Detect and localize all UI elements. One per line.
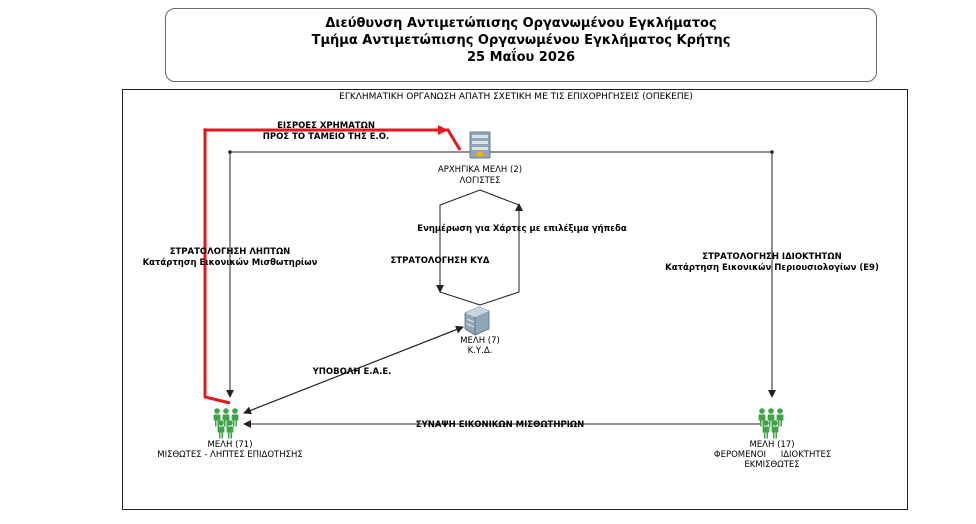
money-junction-dot xyxy=(203,128,207,132)
lessees-role: ΜΙΣΘΩΤΕΣ - ΛΗΠΤΕΣ ΕΠΙΔΟΤΗΣΗΣ xyxy=(157,450,303,460)
edge-label-recruit-recipients-1: ΣΤΡΑΤΟΛΟΓΗΣΗ ΛΗΠΤΩΝ xyxy=(170,247,291,257)
owners-label: ΜΕΛΗ (17) xyxy=(749,440,794,450)
owners-role-c: ΕΚΜΙΣΘΩΤΕΣ xyxy=(744,460,799,470)
header-box: Διεύθυνση Αντιμετώπισης Οργανωμένου Εγκλ… xyxy=(165,8,877,82)
kyd-label: ΜΕΛΗ (7) xyxy=(460,336,500,346)
diagram-title: ΕΓΚΛΗΜΑΤΙΚΗ ΟΡΓΑΝΩΣΗ ΑΠΑΤΗ ΣΧΕΤΙΚΗ ΜΕ ΤΙ… xyxy=(339,92,693,102)
people-group-icon xyxy=(213,408,239,439)
edge-label-recruit-owners-1: ΣΤΡΑΤΟΛΟΓΗΣΗ ΙΔΙΟΚΤΗΤΩΝ xyxy=(702,252,841,262)
edge-label-recruit-owners-2: Κατάρτηση Εικονικών Περιουσιολογίων (Ε9) xyxy=(665,262,879,273)
header-date: 25 Μαΐου 2026 xyxy=(467,50,575,65)
owners-role-b: ΙΔΙΟΚΤΗΤΕΣ xyxy=(781,450,832,460)
header-directorate: Διεύθυνση Αντιμετώπισης Οργανωμένου Εγκλ… xyxy=(325,16,717,31)
server-building-icon xyxy=(469,131,491,159)
edge-label-money-1: ΕΙΣΡΟΕΣ ΧΡΗΜΑΤΩΝ xyxy=(277,121,375,131)
edge-label-recruit-recipients-2: Κατάρτηση Εικονικών Μισθωτηρίων xyxy=(143,257,318,268)
owners-role-a: ΦΕΡΟΜΕΝΟΙ xyxy=(714,450,766,460)
diagram-frame xyxy=(122,89,908,510)
leaders-role: ΛΟΓΙΣΤΕΣ xyxy=(459,176,500,186)
header-department: Τμήμα Αντιμετώπισης Οργανωμένου Εγκλήματ… xyxy=(311,33,731,48)
kyd-role: Κ.Υ.Δ. xyxy=(468,346,493,356)
edge-label-maps-update: Ενημέρωση για Χάρτες με επιλέξιμα γήπεδα xyxy=(417,223,627,234)
edge-submit-eae-reverse xyxy=(243,326,464,415)
people-group-icon xyxy=(758,408,784,439)
edge-label-recruit-kyd: ΣΤΡΑΤΟΛΟΓΗΣΗ ΚΥΔ xyxy=(391,256,490,266)
edge-loop-leaders-kyd xyxy=(439,189,520,306)
edge-label-fake-leases: ΣΥΝΑΨΗ ΕΙΚΟΝΙΚΩΝ ΜΙΣΘΩΤΗΡΙΩΝ xyxy=(416,420,584,430)
edge-label-submit-eae: ΥΠΟΒΟΛΗ Ε.Α.Ε. xyxy=(312,367,392,377)
edge-label-money-2: ΠΡΟΣ ΤΟ ΤΑΜΕΙΟ ΤΗΣ Ε.Ο. xyxy=(263,132,389,142)
leaders-label: ΑΡΧΗΓΙΚΑ ΜΕΛΗ (2) xyxy=(438,165,522,175)
server-building-icon xyxy=(464,306,490,336)
lessees-label: ΜΕΛΗ (71) xyxy=(207,440,252,450)
